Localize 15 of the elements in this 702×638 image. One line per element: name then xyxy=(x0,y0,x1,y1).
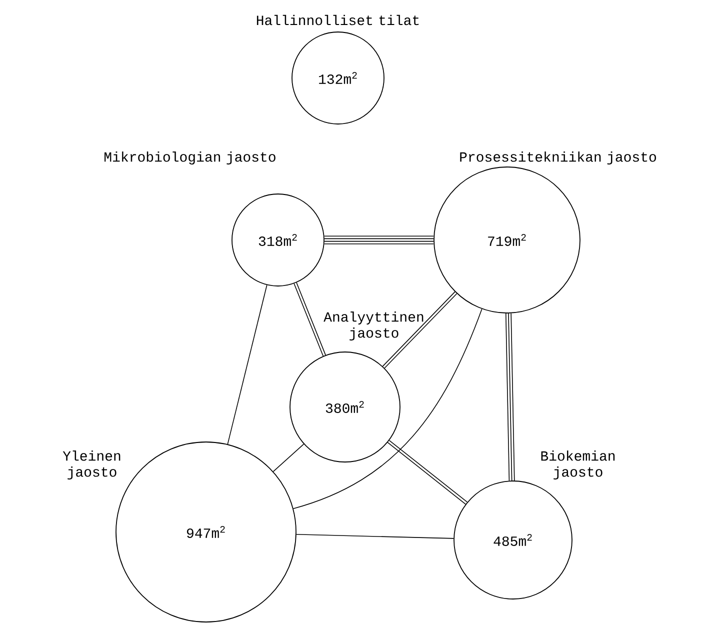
department-label: Biokemian jaosto xyxy=(541,450,615,480)
department-label: Yleinen jaosto xyxy=(62,450,120,480)
connector-line xyxy=(324,238,434,240)
connector-line xyxy=(324,240,434,242)
department-label: Hallinnolliset tilat xyxy=(256,14,419,26)
connector-line xyxy=(292,308,482,509)
connector-line xyxy=(505,313,510,482)
department-label: Analyyttinen jaosto xyxy=(324,311,424,341)
connector-line xyxy=(227,284,268,445)
connector-line xyxy=(272,444,304,472)
department-label: Mikrobiologian jaosto xyxy=(104,151,276,165)
connector-line xyxy=(296,534,454,539)
connector-line xyxy=(508,313,512,481)
department-label: Prosessitekniikan jaosto xyxy=(460,151,656,165)
connector-line xyxy=(510,313,515,481)
